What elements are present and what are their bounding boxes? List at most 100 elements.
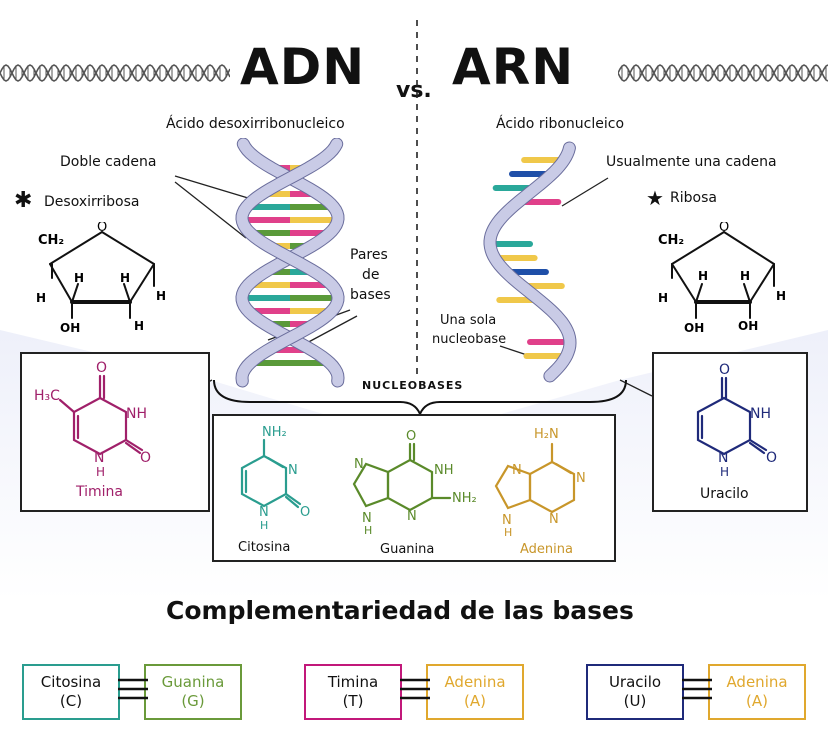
- guanine-o: O: [406, 429, 416, 444]
- pair-base-abbr: (A): [746, 692, 768, 710]
- ribose-h-4: H: [776, 289, 786, 303]
- deoxyribose-o: O: [97, 222, 107, 235]
- ribose-h-3: H: [658, 291, 668, 305]
- rna-single-strand: [483, 141, 577, 383]
- uracil-o-2: O: [766, 450, 777, 466]
- pair-bond: [682, 678, 712, 700]
- uracil-name: Uracilo: [700, 486, 749, 502]
- uracil-box: O NH N H O Uracilo: [652, 352, 808, 512]
- dna-double-helix: [235, 138, 345, 388]
- deoxyribose-h-5: H: [134, 319, 144, 332]
- pair-base-name: Uracilo: [608, 673, 662, 691]
- rna-label-base-2: nucleobase: [432, 332, 507, 347]
- cytosine-n-1: N: [288, 463, 298, 478]
- ribose-oh-2: OH: [738, 319, 758, 332]
- adenine-name: Adenina: [520, 542, 573, 557]
- dna-subtitle: Ácido desoxirribonucleico: [166, 116, 345, 132]
- thymine-h: H: [96, 465, 105, 479]
- ribose-h-2: H: [740, 269, 750, 283]
- thymine-box: H₃C O NH N H O Timina: [20, 352, 210, 512]
- adenine-n-3: N: [512, 463, 522, 478]
- adenine-n-2: N: [549, 512, 559, 527]
- nucleobases-label: NUCLEOBASES: [362, 379, 464, 392]
- center-divider: [416, 20, 418, 380]
- ribose-oh-1: OH: [684, 321, 704, 332]
- pair-box-left: Citosina(C): [22, 664, 120, 720]
- deoxyribose-oh: OH: [60, 321, 80, 332]
- adenine-n-1: N: [576, 471, 586, 486]
- uracil-nh: NH: [750, 406, 771, 422]
- adenine-nh2: H₂N: [534, 427, 559, 442]
- deoxyribose-h-2: H: [120, 271, 130, 285]
- star-icon: ★: [646, 186, 664, 210]
- rna-label-base-1: Una sola: [440, 313, 497, 328]
- uracil-structure: O NH N H O: [696, 362, 777, 479]
- cytosine-h: H: [260, 519, 268, 532]
- pair-base-name: Adenina: [444, 673, 506, 691]
- pair-box-left: Timina(T): [304, 664, 402, 720]
- ribose-structure: CH₂ O H H H H OH OH: [658, 222, 786, 332]
- uracil-h: H: [720, 465, 729, 479]
- cytosine-o: O: [300, 505, 310, 520]
- guanine-nh: NH: [434, 463, 454, 478]
- pair-base-abbr: (G): [181, 692, 205, 710]
- dna-label-pairs-2: de: [362, 267, 380, 283]
- pair-box-left: Uracilo(U): [586, 664, 684, 720]
- dna-label-pairs-3: bases: [350, 287, 391, 303]
- deoxyribose-ch2: CH₂: [38, 233, 64, 248]
- rna-label-sugar: Ribosa: [670, 190, 717, 206]
- ribose-o: O: [719, 222, 729, 235]
- pair-base-name: Timina: [327, 673, 379, 691]
- ribose-h-1: H: [698, 269, 708, 283]
- deoxyribose-structure: CH₂ O H H H H OH H: [36, 222, 166, 332]
- title-dna: ADN: [240, 38, 366, 96]
- thymine-nh: NH: [126, 406, 147, 422]
- dna-label-sugar: Desoxirribosa: [44, 194, 140, 210]
- thymine-methyl: H₃C: [34, 388, 60, 404]
- guanine-name: Guanina: [380, 542, 435, 557]
- pair-base-abbr: (T): [342, 692, 364, 710]
- rna-label-strands: Usualmente una cadena: [606, 154, 777, 170]
- pointer-lines: [174, 175, 653, 397]
- adenine-h: H: [504, 526, 512, 539]
- deoxyribose-h-3: H: [36, 291, 46, 305]
- ribose-ch2: CH₂: [658, 233, 684, 248]
- dna-label-strands: Doble cadena: [60, 154, 157, 170]
- pair-base-abbr: (U): [623, 692, 647, 710]
- pair-base-abbr: (A): [464, 692, 486, 710]
- guanine-nh2: NH₂: [452, 491, 477, 506]
- pair-bond: [400, 678, 430, 700]
- nucleobases-structures: NH₂ N N H O O NH N N N H NH₂: [240, 425, 586, 539]
- title-vs: vs.: [396, 78, 432, 103]
- nucleobases-brace: [213, 379, 627, 414]
- cytosine-n-2: N: [259, 505, 269, 520]
- thymine-n: N: [94, 450, 104, 466]
- thymine-o-1: O: [96, 360, 107, 376]
- pair-base-name: Citosina: [40, 673, 102, 691]
- cytosine-name: Citosina: [238, 540, 291, 555]
- asterisk-icon: ✱: [14, 188, 33, 213]
- cytosine-nh2: NH₂: [262, 425, 287, 440]
- uracil-n: N: [718, 450, 728, 466]
- dna-label-pairs-1: Pares: [350, 247, 388, 263]
- guanine-h: H: [364, 524, 372, 537]
- deoxyribose-h-4: H: [156, 289, 166, 303]
- pair-box-right: Guanina(G): [144, 664, 242, 720]
- guanine-n-1: N: [407, 509, 417, 524]
- thymine-structure: H₃C O NH N H O: [34, 360, 151, 479]
- title-rna: ARN: [452, 38, 575, 96]
- rna-subtitle: Ácido ribonucleico: [496, 116, 625, 132]
- pair-base-abbr: (C): [59, 692, 83, 710]
- pair-box-right: Adenina(A): [708, 664, 806, 720]
- uracil-o-1: O: [719, 362, 730, 378]
- adenine-n-4: N: [502, 513, 512, 528]
- thymine-name: Timina: [76, 484, 123, 500]
- decorative-helix-right: [618, 64, 828, 82]
- thymine-o-2: O: [140, 450, 151, 466]
- pair-box-right: Adenina(A): [426, 664, 524, 720]
- complementarity-title: Complementariedad de las bases: [166, 596, 634, 625]
- nucleobases-box: NH₂ N N H O O NH N N N H NH₂: [212, 414, 616, 562]
- deoxyribose-h-1: H: [74, 271, 84, 285]
- pair-base-name: Adenina: [726, 673, 788, 691]
- pair-bond: [118, 678, 148, 700]
